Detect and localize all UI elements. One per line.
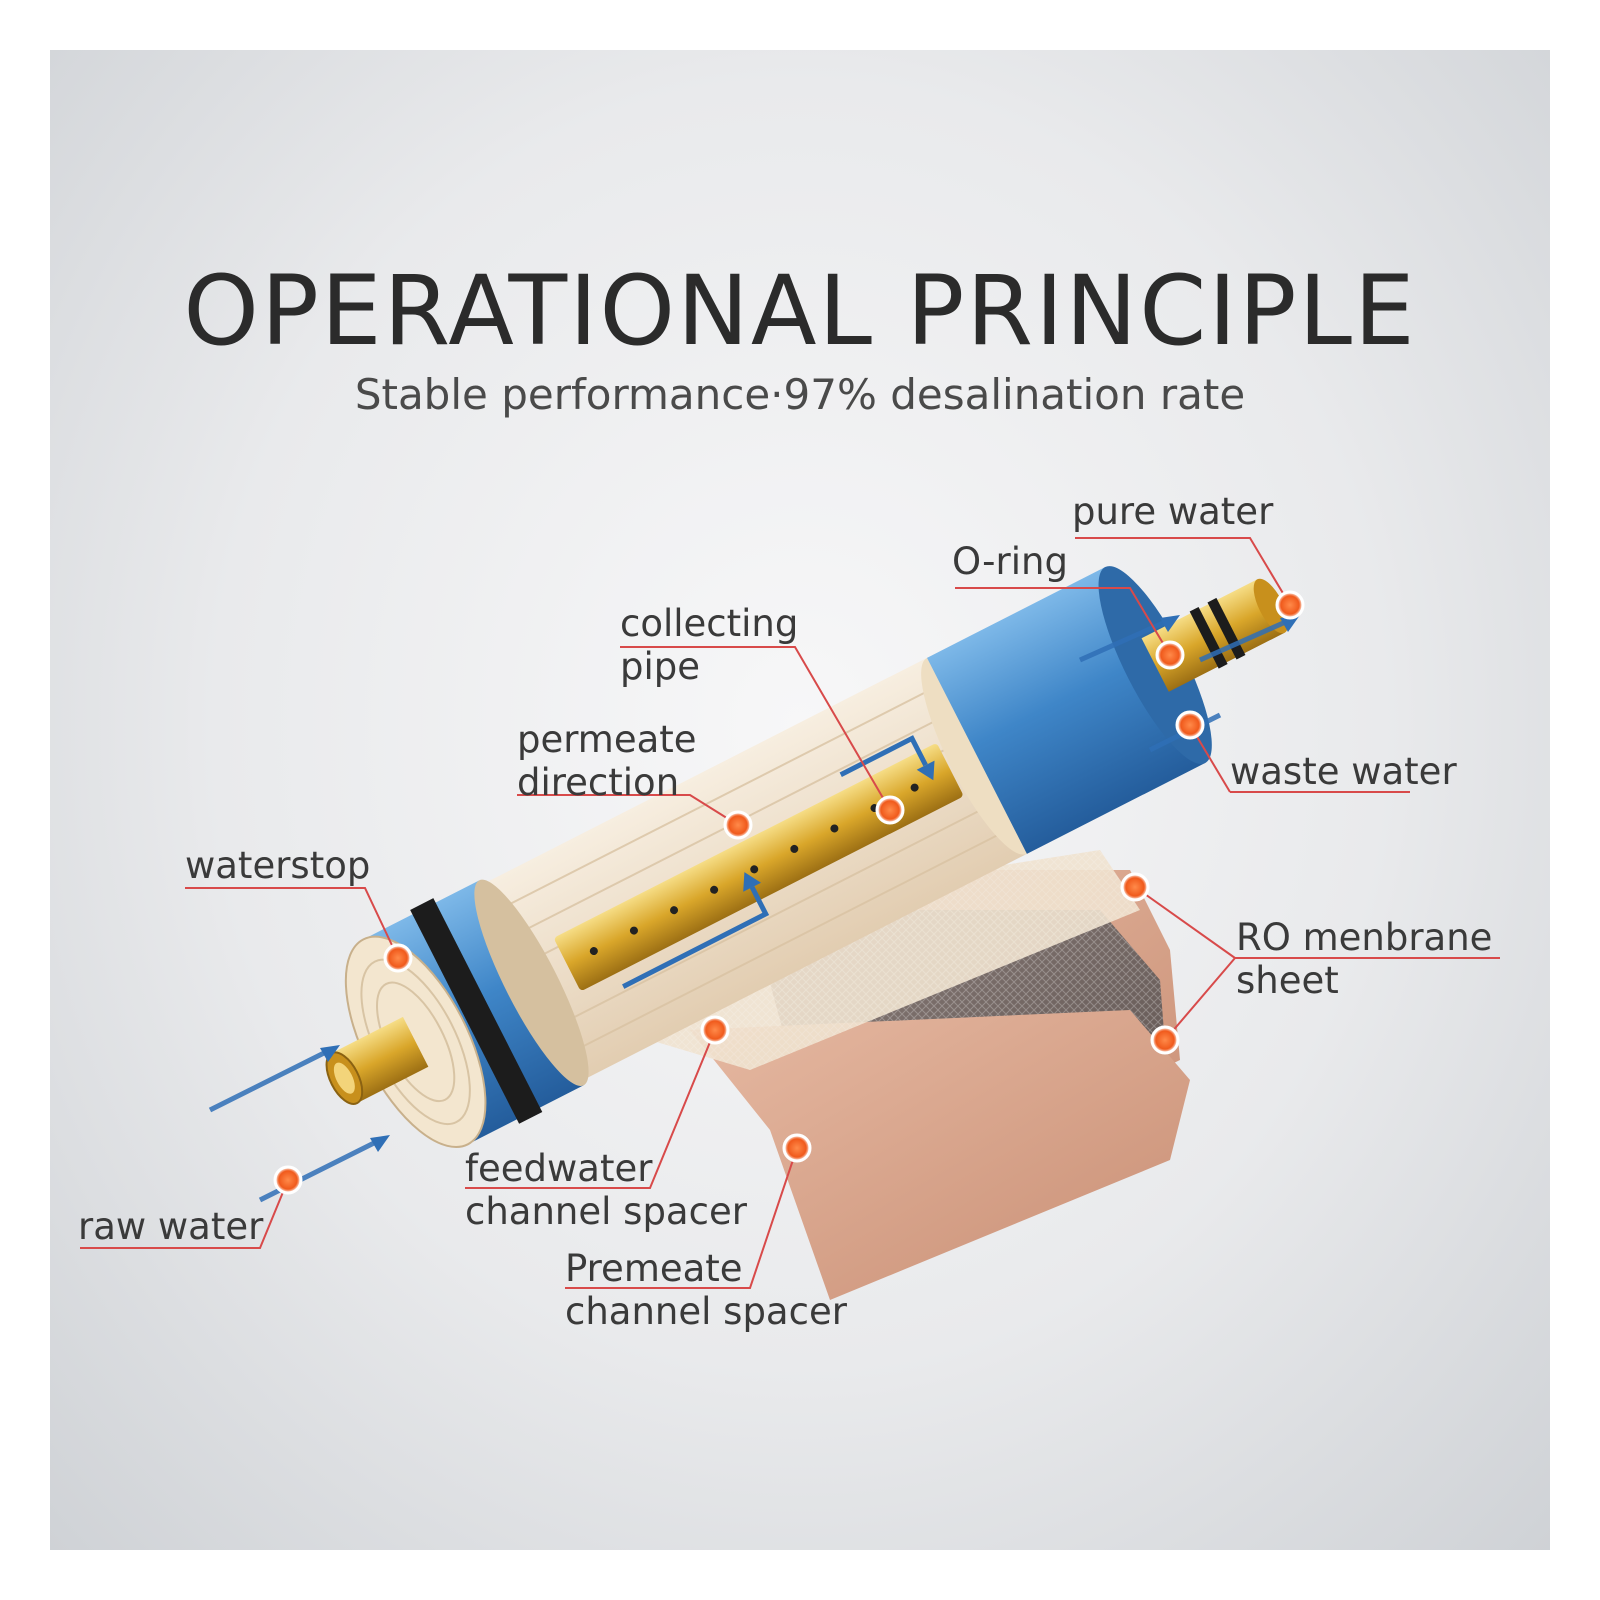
label-collecting-pipe-line1: collecting bbox=[620, 602, 799, 645]
callout-dots bbox=[273, 590, 1305, 1195]
ro-membrane-illustration bbox=[80, 537, 1500, 1300]
label-ro-membrane-line2: sheet bbox=[1236, 959, 1339, 1002]
label-permeate-direction-line2: direction bbox=[517, 761, 680, 804]
page-subtitle: Stable performance·97% desalination rate bbox=[354, 370, 1246, 419]
label-feedwater-spacer-line2: channel spacer bbox=[465, 1190, 747, 1233]
callout-dot-premeate bbox=[782, 1133, 812, 1163]
label-ro-membrane-line1: RO menbrane bbox=[1236, 916, 1493, 959]
callout-dot-o-ring bbox=[1155, 640, 1185, 670]
label-collecting-pipe-line2: pipe bbox=[620, 645, 701, 688]
leader-lines bbox=[80, 537, 1500, 1289]
ro-cartridge bbox=[325, 566, 1289, 1148]
callout-dot-waterstop bbox=[383, 943, 413, 973]
callout-dot-permeate bbox=[723, 810, 753, 840]
callout-dot-collecting-pipe bbox=[875, 795, 905, 825]
label-waste-water: waste water bbox=[1230, 750, 1457, 793]
callout-dot-feedwater bbox=[700, 1015, 730, 1045]
label-feedwater-spacer-line1: feedwater bbox=[465, 1147, 653, 1190]
label-pure-water: pure water bbox=[1072, 490, 1274, 533]
diagram-panel: OPERATIONAL PRINCIPLE Stable performance… bbox=[50, 50, 1550, 1550]
callout-dot-ro-sheet-1 bbox=[1120, 872, 1150, 902]
callout-dot-pure-water bbox=[1275, 590, 1305, 620]
callout-dot-ro-sheet-2 bbox=[1150, 1025, 1180, 1055]
label-raw-water: raw water bbox=[78, 1205, 264, 1248]
page-title: OPERATIONAL PRINCIPLE bbox=[183, 255, 1417, 367]
label-premeate-spacer-line1: Premeate bbox=[565, 1247, 743, 1290]
label-o-ring: O-ring bbox=[952, 540, 1068, 583]
membrane-sheet-pink-front bbox=[690, 1010, 1190, 1300]
callout-dot-raw-water bbox=[273, 1165, 303, 1195]
callout-dot-waste-water bbox=[1175, 710, 1205, 740]
label-premeate-spacer-line2: channel spacer bbox=[565, 1290, 847, 1333]
label-waterstop: waterstop bbox=[185, 844, 371, 887]
label-permeate-direction-line1: permeate bbox=[517, 718, 697, 761]
